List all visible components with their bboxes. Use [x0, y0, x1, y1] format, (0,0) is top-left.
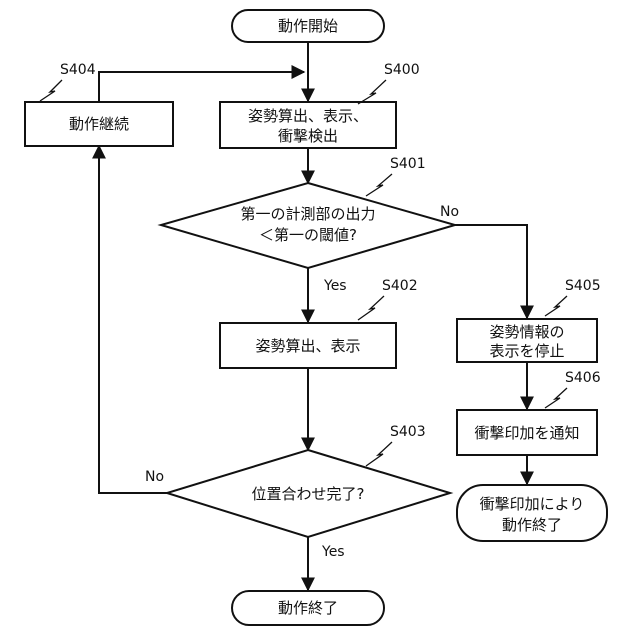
s401-label-line1: 第一の計測部の出力: [240, 205, 375, 223]
step-tag-s403: S403: [366, 424, 426, 466]
impact-end-label-line2: 動作終了: [502, 516, 562, 534]
impact-end-terminal: 衝撃印加により 動作終了: [457, 485, 607, 541]
step-tag-s406: S406: [545, 370, 601, 408]
step-s405: 姿勢情報の 表示を停止: [457, 319, 597, 362]
step-tag-s402: S402: [358, 278, 418, 320]
step-tag-s404: S404: [40, 62, 96, 101]
s400-label-line1: 姿勢算出、表示、: [248, 107, 368, 125]
decision-s403: 位置合わせ完了?: [167, 450, 450, 537]
s400-id: S400: [384, 62, 420, 78]
s404-label: 動作継続: [69, 115, 129, 133]
s401-yes-label: Yes: [323, 278, 347, 294]
s404-leader: [40, 80, 62, 101]
s406-id: S406: [565, 370, 601, 386]
step-s400: 姿勢算出、表示、 衝撃検出: [220, 102, 396, 148]
s405-leader: [545, 296, 567, 316]
s406-leader: [545, 388, 567, 408]
s401-no-label: No: [440, 204, 459, 220]
s405-label-line1: 姿勢情報の: [489, 323, 564, 341]
s406-label: 衝撃印加を通知: [474, 424, 579, 442]
step-tag-s400: S400: [358, 62, 420, 104]
s401-leader: [366, 174, 392, 196]
s405-label-line2: 表示を停止: [489, 342, 564, 360]
s402-leader: [358, 296, 384, 320]
s403-leader: [366, 442, 392, 466]
step-s402: 姿勢算出、表示: [220, 323, 396, 368]
s401-label-line2: ＜第一の閾値?: [259, 226, 357, 244]
step-s404: 動作継続: [25, 102, 173, 146]
s402-id: S402: [382, 278, 418, 294]
s403-id: S403: [390, 424, 426, 440]
start-label: 動作開始: [278, 17, 338, 35]
s400-label-line2: 衝撃検出: [278, 127, 338, 145]
edge-s401-no-to-s405: [455, 225, 527, 318]
s405-id: S405: [565, 278, 601, 294]
edge-s404-to-s400: [99, 72, 304, 101]
step-tag-s405: S405: [545, 278, 601, 316]
s400-leader: [358, 80, 386, 104]
impact-end-label-line1: 衝撃印加により: [480, 495, 585, 513]
s404-id: S404: [60, 62, 96, 78]
step-tag-s401: S401: [366, 156, 426, 196]
edge-s403-no-to-s404: [99, 146, 167, 493]
s403-label: 位置合わせ完了?: [252, 485, 365, 503]
start-terminal: 動作開始: [232, 10, 384, 42]
s403-yes-label: Yes: [321, 544, 345, 560]
end-label: 動作終了: [278, 599, 338, 617]
decision-s401: 第一の計測部の出力 ＜第一の閾値?: [161, 183, 455, 268]
step-s406: 衝撃印加を通知: [457, 410, 597, 455]
s403-no-label: No: [145, 469, 164, 485]
end-terminal: 動作終了: [232, 591, 384, 625]
s401-id: S401: [390, 156, 426, 172]
s402-label: 姿勢算出、表示: [255, 337, 360, 355]
